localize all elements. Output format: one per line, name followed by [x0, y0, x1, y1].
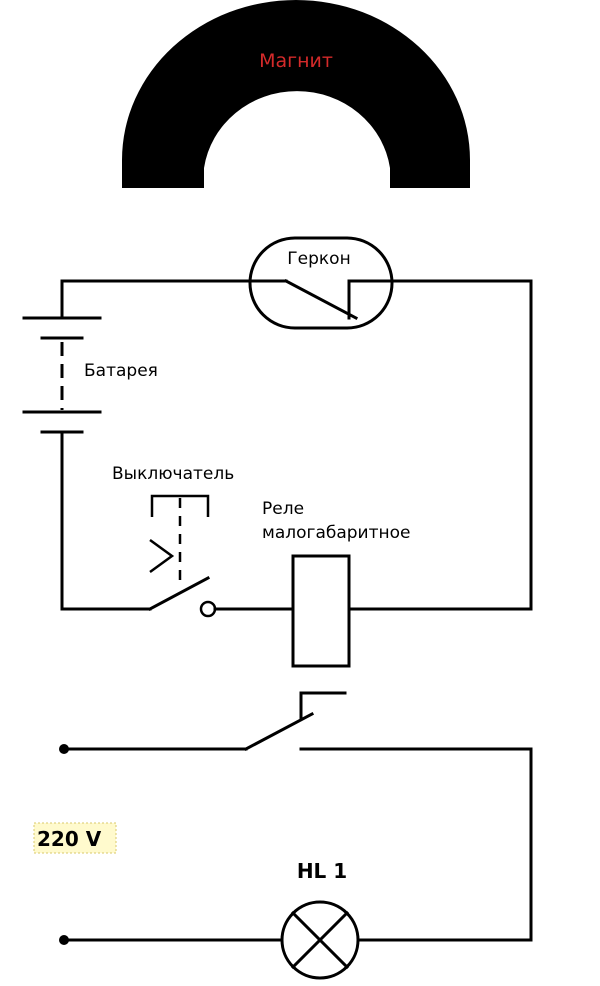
switch-label: Выключатель — [112, 464, 234, 484]
lamp-label: HL 1 — [297, 859, 347, 883]
mains-label-group: 220 V — [33, 822, 117, 854]
relay-contact-bracket — [299, 691, 347, 720]
reed-switch-glass — [248, 236, 394, 330]
switch-terminal — [199, 600, 217, 618]
magnet-body — [122, 0, 470, 188]
relay: Реле малогабаритное — [262, 499, 410, 668]
switch-actuator-bracket — [150, 494, 210, 517]
relay-contact — [243, 691, 347, 752]
switch: Выключатель — [112, 464, 234, 618]
mains-label: 220 V — [37, 827, 102, 851]
reed-switch-contact — [283, 278, 359, 321]
lamp: HL 1 — [280, 859, 360, 980]
reed-switch-label: Геркон — [287, 249, 350, 269]
switch-actuator-v — [149, 538, 175, 574]
magnet-label: Магнит — [259, 50, 333, 72]
lamp-cross-2 — [290, 910, 350, 970]
switch-blade — [147, 575, 211, 612]
relay-label-line2: малогабаритное — [262, 523, 410, 543]
relay-label-line1: Реле — [262, 499, 304, 519]
relay-contact-blade — [243, 711, 315, 752]
battery: Батарея — [22, 279, 158, 472]
relay-coil — [291, 554, 351, 668]
battery-label: Батарея — [84, 361, 158, 381]
mains-label-highlight — [33, 822, 117, 854]
magnet: Магнит — [122, 0, 470, 188]
reed-switch: Геркон — [248, 236, 394, 330]
